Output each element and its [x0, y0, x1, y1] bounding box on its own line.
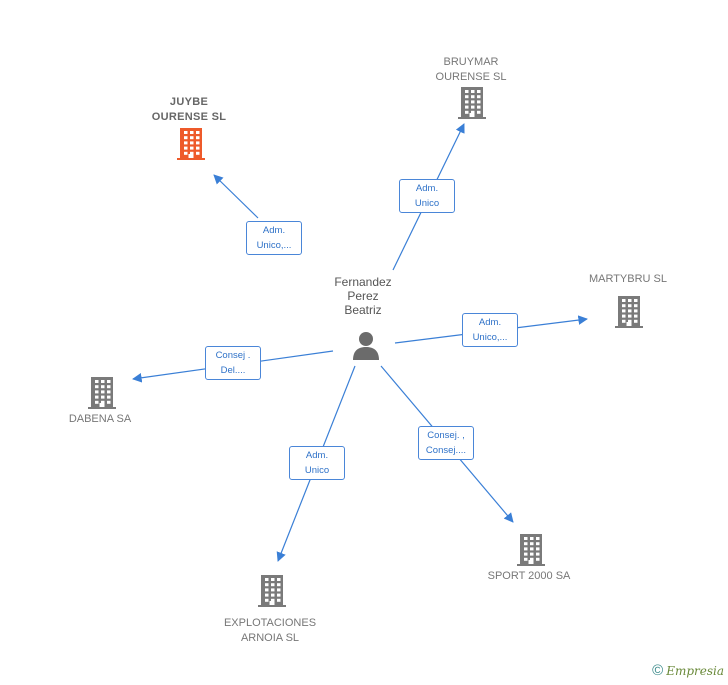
watermark: © Empresia: [652, 662, 724, 679]
edge-juybe: [213, 174, 259, 219]
company-name-juybe[interactable]: JUYBE OURENSE SL: [151, 96, 227, 123]
person-icon[interactable]: [351, 330, 381, 365]
brand-name: Empresia: [666, 663, 724, 678]
building-icon[interactable]: [614, 294, 644, 333]
relation-label-bruymar[interactable]: Adm. Unico: [399, 179, 455, 213]
relation-label-juybe[interactable]: Adm. Unico,...: [246, 221, 302, 255]
relation-label-dabena[interactable]: Consej . Del....: [205, 346, 261, 380]
company-name-martybru[interactable]: MARTYBRU SL: [588, 273, 668, 285]
relation-label-explotaciones[interactable]: Adm. Unico: [289, 446, 345, 480]
company-name-sport2000[interactable]: SPORT 2000 SA: [487, 570, 571, 582]
building-icon[interactable]: [516, 532, 546, 571]
relation-label-martybru[interactable]: Adm. Unico,...: [462, 313, 518, 347]
building-icon[interactable]: [176, 126, 206, 165]
building-icon[interactable]: [257, 573, 287, 612]
building-icon[interactable]: [87, 375, 117, 414]
company-name-bruymar[interactable]: BRUYMAR OURENSE SL: [435, 56, 507, 83]
company-name-dabena[interactable]: DABENA SA: [68, 413, 132, 425]
person-name[interactable]: Fernandez Perez Beatriz: [334, 275, 392, 317]
copyright-symbol: ©: [652, 662, 664, 679]
building-icon[interactable]: [457, 85, 487, 124]
company-name-explotaciones[interactable]: EXPLOTACIONES ARNOIA SL: [223, 617, 317, 644]
relation-label-sport2000[interactable]: Consej. , Consej....: [418, 426, 474, 460]
